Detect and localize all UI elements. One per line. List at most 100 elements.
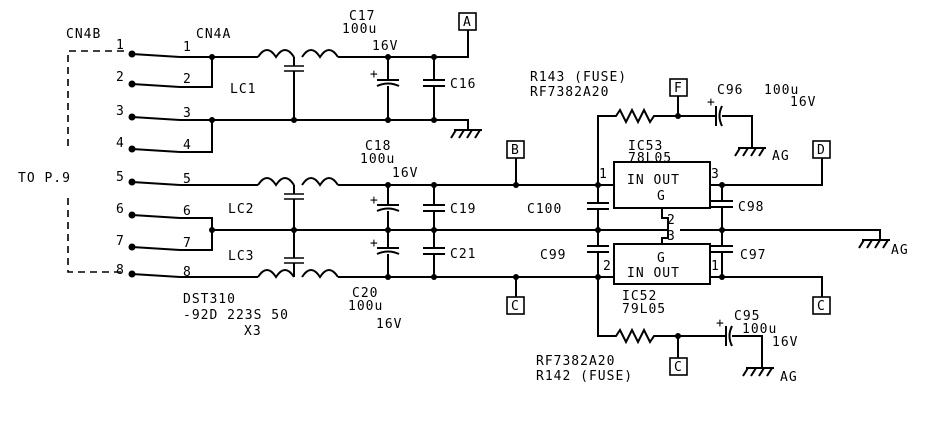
r143-part: RF7382A20 [530,85,609,100]
c96-name: C96 [717,83,743,98]
r143-resistor [597,107,708,185]
ic52-pin-1: 1 [711,259,720,274]
cn4a-pin-2: 2 [183,72,192,87]
ag-label-top: AG [772,149,790,164]
junction [385,117,391,123]
cn4a-pin-5: 5 [183,172,192,187]
wire [338,30,469,58]
cn4b-pin-5: 5 [116,170,125,185]
c95-value: 100u [742,322,777,337]
net-tag-f [669,78,688,97]
net-tag-c-bottom [669,357,688,376]
ic53-pin-3: 3 [711,167,720,182]
ic53-name: IC53 [628,139,663,154]
c16-symbol [423,57,445,120]
c16-label: C16 [450,77,476,92]
to-page-label: TO P.9 [18,171,71,186]
junction [431,117,437,123]
lc3-core [284,257,304,264]
junction [291,117,297,123]
r143-name: R143 (FUSE) [530,70,627,85]
net-tag-b [506,140,525,159]
net-tag-d-label: D [817,143,826,158]
connector-pins [128,50,181,278]
c99-symbol [587,230,609,277]
c21-symbol [423,230,445,277]
c95-name: C95 [734,309,760,324]
ic52-gnd: G [657,251,666,266]
r142-resistor [597,277,708,345]
c18-plus: + [370,193,379,208]
ground-icon [742,367,774,377]
ground-rail [212,119,469,130]
pin-row-5 [128,178,181,186]
cn4a-pin-4: 4 [183,138,192,153]
ic52-io: IN OUT [627,266,680,281]
ag-label-bottom: AG [780,370,798,385]
ic53-part: 78L05 [628,151,672,166]
pin-row-8 [128,270,181,278]
net-tag-b-label: B [511,143,520,158]
cn4b-pin-8: 8 [116,263,125,278]
c96-voltage: 16V [790,95,816,110]
cn4a-pin-1: 1 [183,40,192,55]
ic53-pin-1: 1 [599,167,608,182]
c98-label: C98 [738,200,764,215]
pin-row-7 [128,243,181,251]
ground-icon [450,129,482,139]
ic53-gnd: G [657,189,666,204]
cn4a-pin-3: 3 [183,106,192,121]
c19-label: C19 [450,202,476,217]
net-tag-c-bottom-label: C [674,360,683,375]
cn4b-pin-3: 3 [116,104,125,119]
net-tag-a-label: A [463,15,472,30]
cn4a-label: CN4A [196,27,231,42]
lc2-label: LC2 [228,202,254,217]
wire [770,276,823,297]
ic52-part: 79L05 [622,302,666,317]
lc3-label: LC3 [228,249,254,264]
pins-1-2-join [180,56,213,88]
lc2-core [284,193,304,200]
c17-plus: + [370,67,379,82]
inductor-part-line3: X3 [244,324,262,339]
pin-row-3 [128,113,181,121]
c20-voltage: 16V [376,317,402,332]
c95-plus: + [716,316,725,331]
lc1-label: LC1 [230,82,256,97]
cn4a-pin-numbers: 1 2 3 4 5 6 7 8 [183,40,192,280]
c18-name: C18 [365,139,391,154]
c96-value: 100u [764,83,799,98]
ic52-gnd-pin [661,230,669,244]
cn4b-pin-2: 2 [116,70,125,85]
c20-value: 100u [348,299,383,314]
pins-3-4-join [180,119,213,153]
r142-part: RF7382A20 [536,354,615,369]
net-tag-c-right [812,296,831,315]
ic52-pin-3: 3 [667,229,676,244]
c99-label: C99 [540,248,566,263]
lc3-top-coil [257,269,339,279]
cn4a-pin-7: 7 [183,236,192,251]
inductor-part-line1: DST310 [183,292,236,307]
pins-6-7-join [180,217,213,251]
cn4a-pin-6: 6 [183,204,192,219]
c20-name: C20 [352,286,378,301]
c17-value: 100u [342,22,377,37]
c18-symbol [376,185,400,230]
wire [770,158,823,186]
net-tag-f-label: F [674,81,683,96]
c96-plus: + [707,95,716,110]
c17-voltage: 16V [372,39,398,54]
c20-symbol [376,230,400,277]
cn4b-pin-4: 4 [116,136,125,151]
c95-voltage: 16V [772,335,798,350]
ic52-pin-2: 2 [603,259,612,274]
net-tag-c-right-label: C [817,299,826,314]
pin-row-4 [128,145,181,153]
c18-value: 100u [360,152,395,167]
c97-label: C97 [740,248,766,263]
net-tag-c-left-label: C [511,299,520,314]
c18-voltage: 16V [392,166,418,181]
c20-plus: + [370,236,379,251]
